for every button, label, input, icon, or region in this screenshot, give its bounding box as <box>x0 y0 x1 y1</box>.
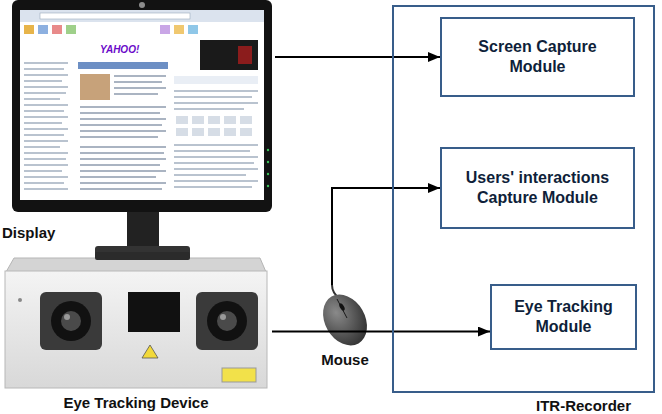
module-label: Users' interactions Capture Module <box>452 168 623 208</box>
caption-label: Eye Tracking Device <box>0 394 272 412</box>
module-label: Screen Capture Module <box>452 37 623 77</box>
process-box: Screen Capture Module <box>440 17 635 97</box>
eye-tracker-illustration <box>5 252 267 388</box>
module-label: Eye Tracking Module <box>502 297 625 337</box>
device-node: Eye Tracking Device <box>0 258 272 414</box>
data-arrow <box>272 331 490 333</box>
logo-text: YAHOO! <box>100 44 139 55</box>
caption-label: Display <box>2 224 55 242</box>
mouse-node: Mouse <box>305 285 385 370</box>
caption-label: Mouse <box>305 351 385 369</box>
mouse-illustration <box>314 285 376 353</box>
data-arrow <box>332 188 440 285</box>
display-node: Display <box>0 0 275 250</box>
data-arrow <box>275 56 440 58</box>
process-box: Eye Tracking Module <box>490 284 637 350</box>
monitor-illustration <box>12 0 272 256</box>
caption-label: ITR-Recorder <box>536 397 631 414</box>
process-box: Users' interactions Capture Module <box>440 147 635 229</box>
recorder-frame: ITR-RecorderScreen Capture ModuleUsers' … <box>392 5 655 393</box>
